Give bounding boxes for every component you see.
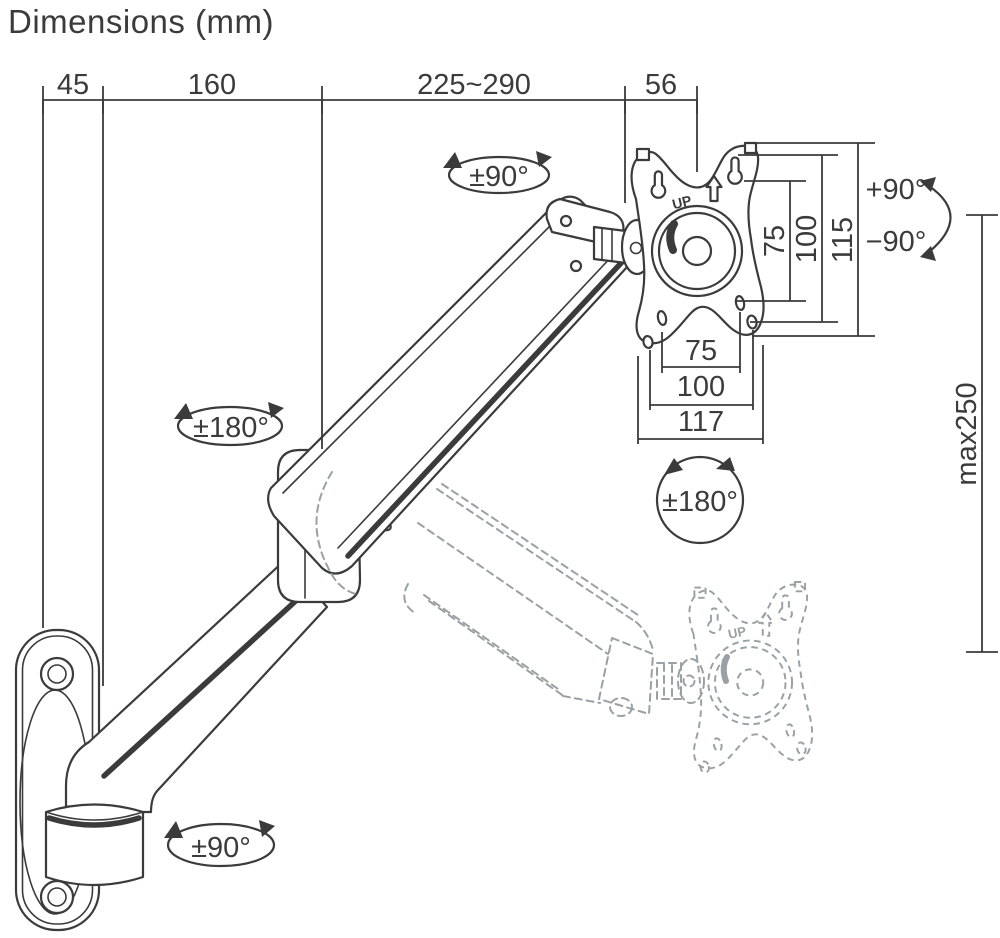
dim-label-225-290: 225~290 (417, 69, 531, 101)
ghost-pivot-disc (677, 658, 705, 704)
head-swivel-ellipse (447, 155, 551, 195)
lower-arm-crease (101, 594, 303, 779)
vesa-rotation-circle (655, 455, 745, 545)
tilt-arc (927, 184, 952, 254)
solid-assembly (14, 141, 765, 932)
up-label: UP (670, 192, 693, 212)
head-bolt-top (559, 214, 573, 228)
vesa-horizontal-117: 117 (678, 406, 724, 438)
wall-screw-hole-top-inner (47, 664, 67, 684)
elbow-swivel-label: ±180° (193, 412, 269, 444)
wall-screw-hole-bottom (39, 879, 75, 915)
vesa-rotation-label: ±180° (662, 486, 738, 518)
vesa-h-extensions (637, 312, 764, 444)
height-range-label: max250 (951, 382, 983, 485)
ghost-vesa-plate (688, 581, 814, 775)
head-swivel-arrow-right (536, 151, 552, 167)
tilt-down-label: −90° (866, 226, 927, 258)
boss-slot (666, 220, 678, 254)
upper-arm-groove (345, 259, 625, 559)
drum-shadow (46, 815, 142, 828)
ghost-arm-bend (403, 583, 416, 614)
base-swivel-arrow-left (164, 821, 183, 838)
dimension-lines (42, 86, 998, 686)
vesa-v-dim-lines (789, 143, 859, 336)
diagram-title: Dimensions (mm) (8, 3, 274, 40)
tilt-arrow-down (920, 246, 936, 261)
vesa-vertical-115: 115 (827, 217, 859, 263)
ghost-arm-edge-3 (423, 594, 562, 692)
elbow-swivel-ellipse (176, 405, 284, 447)
vesa-vertical-100: 100 (791, 215, 823, 263)
vesa-horizontal-100: 100 (677, 371, 725, 403)
head-bolt-bottom (569, 259, 583, 273)
dim-label-45: 45 (57, 69, 89, 101)
labels: Dimensions (mm) 45 160 225~290 56 ±90° ±… (8, 3, 983, 864)
rotation-indicators (164, 151, 952, 868)
upper-arm-mid-line (337, 253, 615, 549)
elbow-swivel-arrow-right (268, 402, 284, 418)
dim-label-160: 160 (188, 69, 236, 101)
ghost-arm-mid (417, 522, 609, 655)
top-extension-lines (42, 100, 698, 686)
ghost-assembly (315, 471, 814, 775)
vesa-plate (630, 141, 765, 350)
tilt-arrow-up (920, 177, 936, 192)
head-clamp-lines (601, 227, 613, 262)
dim-label-56: 56 (645, 69, 677, 101)
ghost-arm-to-head (562, 621, 654, 704)
ghost-clamp (656, 662, 682, 701)
head-swivel-arrow-left (443, 152, 462, 168)
vesa-vertical-75: 75 (759, 225, 791, 257)
upper-arm-top-line (282, 209, 567, 494)
ghost-up-label: UP (727, 623, 748, 641)
ghost-head-bracket (598, 637, 654, 715)
drum-top-rim (45, 811, 144, 821)
ghost-pivot-hole (682, 674, 696, 688)
vesa-rotation-arrow-right (716, 457, 735, 471)
elbow-swivel-arrow-left (174, 403, 193, 419)
wall-screw-hole-bottom-inner (47, 887, 67, 907)
ghost-arm-edge-4 (428, 600, 566, 698)
base-swivel-label: ±90° (191, 832, 251, 864)
vesa-h-dim-lines (638, 366, 763, 440)
ghost-elbow-arc (315, 471, 357, 595)
head-swivel-label: ±90° (469, 161, 529, 193)
wall-screw-hole-top (39, 656, 75, 692)
vesa-v-extensions (736, 142, 875, 337)
tilt-pivot-hole (629, 241, 643, 255)
base-swivel-arrow-right (259, 820, 275, 837)
base-swivel-ellipse (166, 822, 276, 868)
ghost-lever (609, 697, 633, 717)
height-dim-line (966, 214, 998, 653)
ghost-boss-slot (720, 654, 730, 684)
ghost-arm-edge-1 (436, 488, 637, 623)
tilt-up-label: +90° (866, 174, 927, 206)
vesa-rotation-arrow-left (664, 458, 683, 475)
vesa-horizontal-75: 75 (685, 335, 717, 367)
ghost-arm-edge-2 (441, 483, 642, 618)
